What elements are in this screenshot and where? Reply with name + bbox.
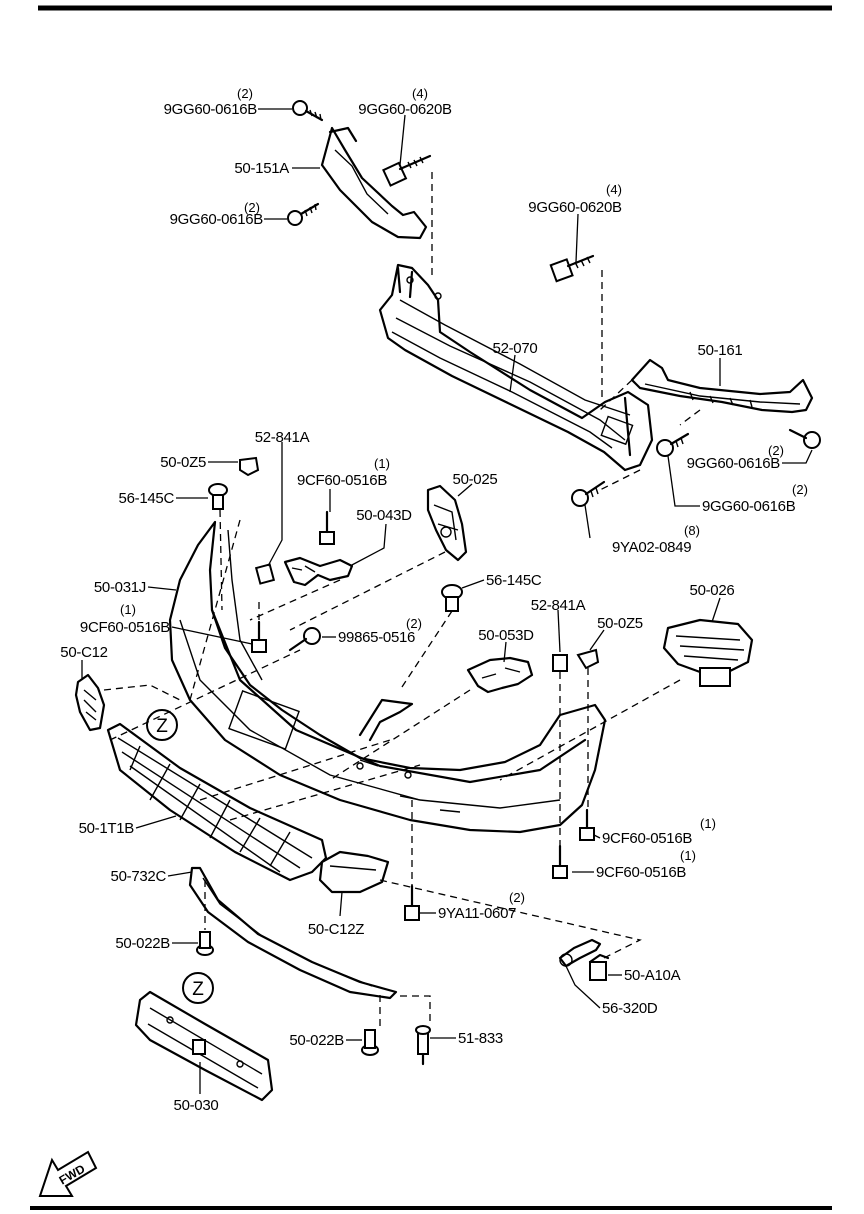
label-50-c12z: 50-C12Z	[308, 921, 364, 938]
label-9cf60-0516b-b: 9CF60-0516B	[80, 619, 170, 636]
clip-50-022b-b	[361, 1029, 379, 1056]
label-9cf60-0516b-c: 9CF60-0516B	[602, 830, 692, 847]
qty-9cf60-0516b-b: (1)	[120, 602, 136, 617]
molding-50-732c-part	[188, 866, 398, 1000]
qty-9gg60-0616b-d: (2)	[792, 482, 808, 497]
label-9gg60-0616b-d: 9GG60-0616B	[702, 498, 796, 515]
label-50-026: 50-026	[690, 582, 735, 599]
license-plate-bracket-50-030-part	[134, 990, 274, 1102]
label-50-0z5-a: 50-0Z5	[160, 454, 206, 471]
qty-9cf60-0516b-a: (1)	[374, 456, 390, 471]
label-52-070: 52-070	[493, 340, 538, 357]
alignment-dashed-lines	[103, 172, 701, 1028]
label-9gg60-0620b-b: 9GG60-0620B	[528, 199, 622, 216]
label-50-053d: 50-053D	[478, 627, 534, 644]
clip-50-0z5-b	[576, 648, 600, 670]
label-50-732c: 50-732C	[111, 868, 167, 885]
label-9ya02-0849: 9YA02-0849	[612, 539, 691, 556]
clip-56-145c-a	[208, 483, 228, 510]
screw-9cf60-0516b-d	[552, 844, 568, 879]
qty-9cf60-0516b-c: (1)	[700, 816, 716, 831]
label-9gg60-0620b-a: 9GG60-0620B	[358, 101, 452, 118]
rivet-51-833	[415, 1025, 431, 1066]
qty-99865-0516: (2)	[406, 616, 422, 631]
qty-9gg60-0620b-b: (4)	[606, 182, 622, 197]
label-9cf60-0516b-d: 9CF60-0516B	[596, 864, 686, 881]
label-9cf60-0516b-a: 9CF60-0516B	[297, 472, 387, 489]
bolt-9gg60-0616b-c	[788, 428, 821, 449]
qty-9gg60-0616b-b: (2)	[244, 200, 260, 215]
label-50-151a: 50-151A	[234, 160, 289, 177]
label-50-025: 50-025	[453, 471, 498, 488]
label-56-320d: 56-320D	[602, 1000, 658, 1017]
qty-9cf60-0516b-d: (1)	[680, 848, 696, 863]
qty-9ya11-0607: (2)	[509, 890, 525, 905]
label-50-0z5-b: 50-0Z5	[597, 615, 643, 632]
label-50-031j: 50-031J	[94, 579, 146, 596]
clip-52-841a-b	[552, 654, 568, 672]
grille-50-1t1b-part	[106, 722, 328, 882]
label-50-022b-a: 50-022B	[115, 935, 170, 952]
screw-9cf60-0516b-a	[319, 510, 335, 545]
label-50-1t1b: 50-1T1B	[79, 820, 135, 837]
z-callout-a: Z	[146, 709, 178, 741]
bracket-50-053d-part	[466, 656, 534, 694]
label-50-c12: 50-C12	[60, 644, 107, 661]
cover-50-c12z-part	[318, 850, 390, 894]
label-99865-0516: 99865-0516	[338, 629, 415, 646]
clip-50-0z5-a	[239, 456, 260, 477]
part-labels: (2) 9GG60-0616B (4) 9GG60-0620B 50-151A …	[60, 86, 808, 1114]
leader-lines	[81, 108, 813, 1094]
label-9gg60-0616b-a: 9GG60-0616B	[164, 101, 258, 118]
bumper-fascia-50-031j-part	[168, 520, 607, 834]
bracket-50-161-part	[630, 358, 814, 414]
z-callout-a-label: Z	[156, 716, 168, 737]
side-grille-50-c12-part	[74, 673, 106, 732]
z-callout-b: Z	[182, 972, 214, 1004]
label-50-a10a: 50-A10A	[624, 967, 681, 984]
label-50-043d: 50-043D	[356, 507, 412, 524]
screw-99865-0516	[288, 627, 321, 652]
screw-9cf60-0516b-c	[579, 808, 595, 841]
bracket-50-043d-part	[283, 556, 354, 587]
qty-9gg60-0616b-c: (2)	[768, 443, 784, 458]
qty-9gg60-0616b-a: (2)	[237, 86, 253, 101]
label-50-022b-b: 50-022B	[289, 1032, 344, 1049]
fwd-arrow-icon: FWD	[38, 1150, 98, 1197]
fog-lamp-50-026-part	[662, 618, 754, 687]
z-callout-b-label: Z	[192, 979, 204, 1000]
bolt-9gg60-0616b-b	[287, 202, 320, 226]
bolt-9ya11-0607	[404, 884, 420, 921]
label-52-841a-a: 52-841A	[255, 429, 310, 446]
qty-9ya02-0849: (8)	[684, 523, 700, 538]
label-50-030: 50-030	[174, 1097, 219, 1114]
label-52-841a-b: 52-841A	[531, 597, 586, 614]
bolt-9gg60-0620b-b	[549, 254, 595, 283]
qty-9gg60-0620b-a: (4)	[412, 86, 428, 101]
reinforcement-52-070-part	[378, 263, 654, 472]
bolt-9ya02-0849	[571, 480, 606, 507]
label-56-145c-a: 56-145C	[119, 490, 175, 507]
bolt-9gg60-0616b-d	[656, 432, 690, 457]
screw-9cf60-0516b-b	[251, 620, 267, 653]
label-9gg60-0616b-b: 9GG60-0616B	[170, 211, 264, 228]
clip-56-145c-b	[441, 584, 463, 612]
clip-52-841a-a	[254, 563, 276, 585]
clip-50-022b-a	[196, 931, 214, 956]
label-9ya11-0607: 9YA11-0607	[438, 905, 516, 922]
label-51-833: 51-833	[458, 1030, 503, 1047]
cover-50-a10a-part	[588, 953, 610, 981]
bracket-50-151a-part	[320, 126, 428, 240]
label-9gg60-0616b-c: 9GG60-0616B	[687, 455, 781, 472]
label-56-145c-b: 56-145C	[486, 572, 542, 589]
bolt-9gg60-0616b-a	[292, 100, 324, 122]
label-50-161: 50-161	[698, 342, 743, 359]
bracket-50-025-part	[426, 484, 468, 562]
bolt-9gg60-0620b-a	[382, 154, 432, 187]
